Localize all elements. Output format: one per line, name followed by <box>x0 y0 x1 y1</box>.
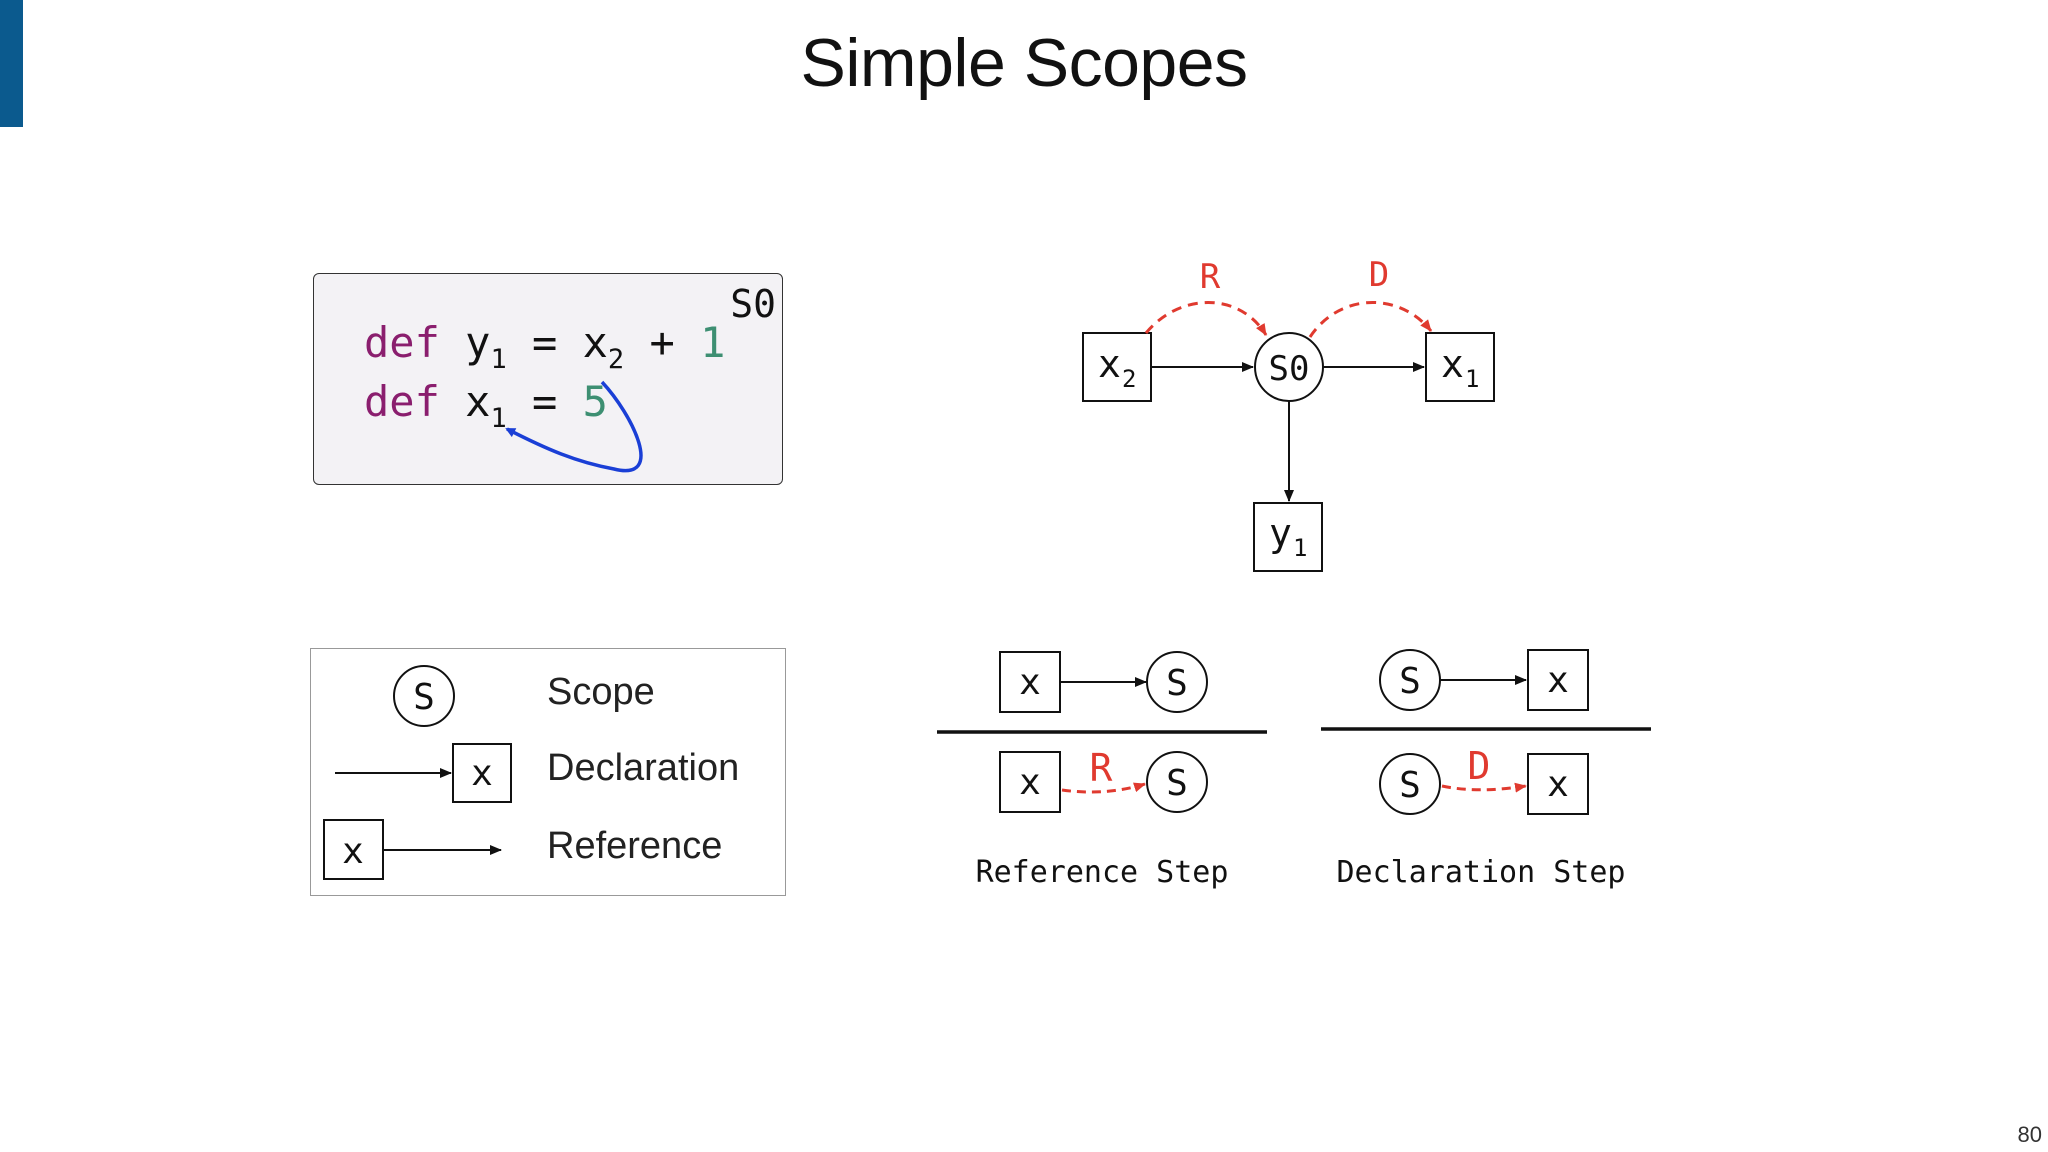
conclusion-scope-letter: S <box>1166 763 1188 804</box>
decl-node-sub: 1 <box>1293 534 1307 562</box>
ref-subscript: 2 <box>607 344 625 375</box>
keyword: def <box>364 318 440 367</box>
scope-symbol-letter: S <box>413 677 435 718</box>
ref-node-sub: 2 <box>1122 365 1136 393</box>
code-scope-label: S0 <box>730 282 776 326</box>
reference-step-caption: Reference Step <box>976 855 1229 890</box>
accent-bar <box>0 0 23 127</box>
legend: Scope Declaration Reference S x x <box>310 648 786 896</box>
conclusion-d-edge <box>1441 782 1527 793</box>
ref-name: x <box>582 318 608 367</box>
equals: = <box>532 318 558 367</box>
edge-label-d: D <box>1369 255 1389 295</box>
premise-scope-letter: S <box>1399 661 1421 702</box>
page-number: 80 <box>2017 1122 2042 1147</box>
premise-scope-circle <box>1146 651 1208 713</box>
reference-symbol-letter: x <box>342 831 364 872</box>
equals: = <box>532 377 558 426</box>
conclusion-r-label: R <box>1090 746 1113 790</box>
slide-title: Simple Scopes <box>800 25 1248 101</box>
decl-node-x1 <box>1425 332 1495 402</box>
declaration-symbol-letter: x <box>471 753 493 794</box>
conclusion-d-label: D <box>1468 744 1491 788</box>
ref-node-label: x <box>1098 342 1121 386</box>
decl-subscript: 1 <box>490 344 507 375</box>
legend-declaration-label: Declaration <box>547 747 740 789</box>
resolution-edge-d <box>1308 301 1433 338</box>
number-literal: 1 <box>700 318 726 367</box>
conclusion-scope-letter: S <box>1399 765 1421 806</box>
ref-node-x2 <box>1082 332 1152 402</box>
premise-scope-letter: S <box>1166 663 1188 704</box>
premise-ref-letter: x <box>1019 662 1041 703</box>
keyword: def <box>364 377 440 426</box>
resolution-arrow <box>505 380 643 473</box>
decl-node-sub: 1 <box>1465 365 1479 393</box>
conclusion-scope-circle <box>1379 753 1441 815</box>
legend-reference-label: Reference <box>547 825 723 867</box>
legend-scope-label: Scope <box>547 671 655 713</box>
conclusion-scope-circle <box>1146 751 1208 813</box>
code-box: S0 def y1 = x2 + 1 def x1 = 5 <box>313 273 783 485</box>
code-line-1: def y1 = x2 + 1 <box>364 318 726 375</box>
operator: + <box>649 318 675 367</box>
decl-node-label: y <box>1269 511 1292 555</box>
resolution-edge-r <box>1144 301 1268 336</box>
decl-name: y <box>465 318 491 367</box>
conclusion-ref-box <box>999 751 1061 813</box>
legend-symbols: S x x <box>323 665 512 880</box>
code-line-2: def x1 = 5 <box>364 377 608 434</box>
conclusion-decl-box <box>1527 753 1589 815</box>
reference-box-icon <box>323 819 384 880</box>
declaration-box-icon <box>452 743 512 803</box>
premise-decl-box <box>1527 649 1589 711</box>
decl-node-label: x <box>1441 342 1464 386</box>
conclusion-decl-letter: x <box>1547 764 1569 805</box>
scope-node-label: S0 <box>1269 349 1310 389</box>
premise-decl-letter: x <box>1547 660 1569 701</box>
decl-subscript: 1 <box>490 403 507 434</box>
conclusion-r-edge <box>1061 782 1146 794</box>
decl-name: x <box>465 377 491 426</box>
edge-label-r: R <box>1200 257 1221 297</box>
scope-symbol-icon <box>393 665 455 727</box>
declaration-step-caption: Declaration Step <box>1337 855 1626 890</box>
decl-node-y1 <box>1253 502 1323 572</box>
premise-ref-box <box>999 651 1061 713</box>
conclusion-ref-letter: x <box>1019 762 1041 803</box>
